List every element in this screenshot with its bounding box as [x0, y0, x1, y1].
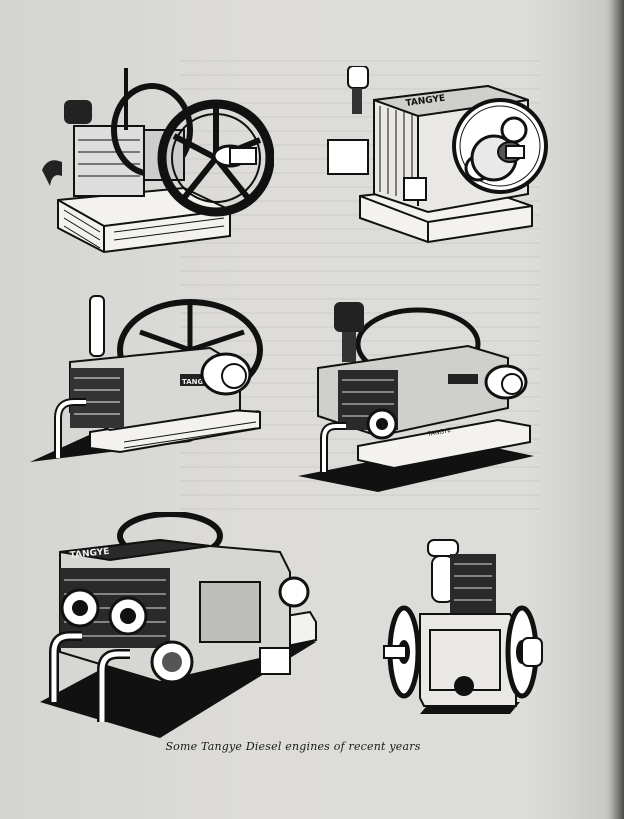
engine-illustration-3: TANGYE: [30, 292, 270, 482]
engine-illustration-5: TANGYE: [40, 512, 330, 742]
engine-brand-label: TANGYE: [182, 378, 213, 386]
engine-illustration-4: TANGYE: [298, 296, 538, 496]
engine-brand-label: TANGYE: [426, 427, 452, 438]
engine-illustration-2: TANGYE: [318, 66, 558, 256]
page-binding-shadow: [610, 0, 624, 819]
figure-caption: Some Tangye Diesel engines of recent yea…: [165, 740, 421, 753]
engine-illustration-6: [380, 534, 550, 724]
engine-brand-label: TANGYE: [69, 547, 110, 561]
engine-illustration-1: [34, 60, 274, 260]
